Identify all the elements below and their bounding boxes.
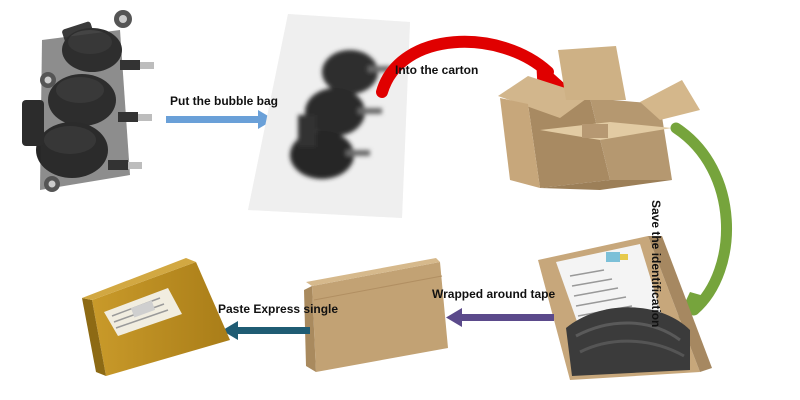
taped-box-icon bbox=[304, 258, 448, 372]
step-label-tape: Wrapped around tape bbox=[432, 287, 556, 301]
purple-arrow bbox=[446, 308, 554, 327]
blue-arrow bbox=[166, 110, 274, 129]
step-label-carton: Into the carton bbox=[395, 63, 479, 77]
step-label-identification: Save the identification bbox=[649, 200, 663, 328]
carton-with-label-icon bbox=[538, 236, 712, 380]
open-carton-icon bbox=[498, 46, 700, 190]
bubble-bag-icon bbox=[248, 14, 410, 218]
step-label-express: Paste Express single bbox=[218, 302, 339, 316]
teal-arrow bbox=[222, 321, 310, 340]
step-label-bubble-bag: Put the bubble bag bbox=[170, 94, 278, 108]
ignition-coil-icon bbox=[22, 10, 154, 192]
shipping-box-icon bbox=[82, 258, 230, 376]
